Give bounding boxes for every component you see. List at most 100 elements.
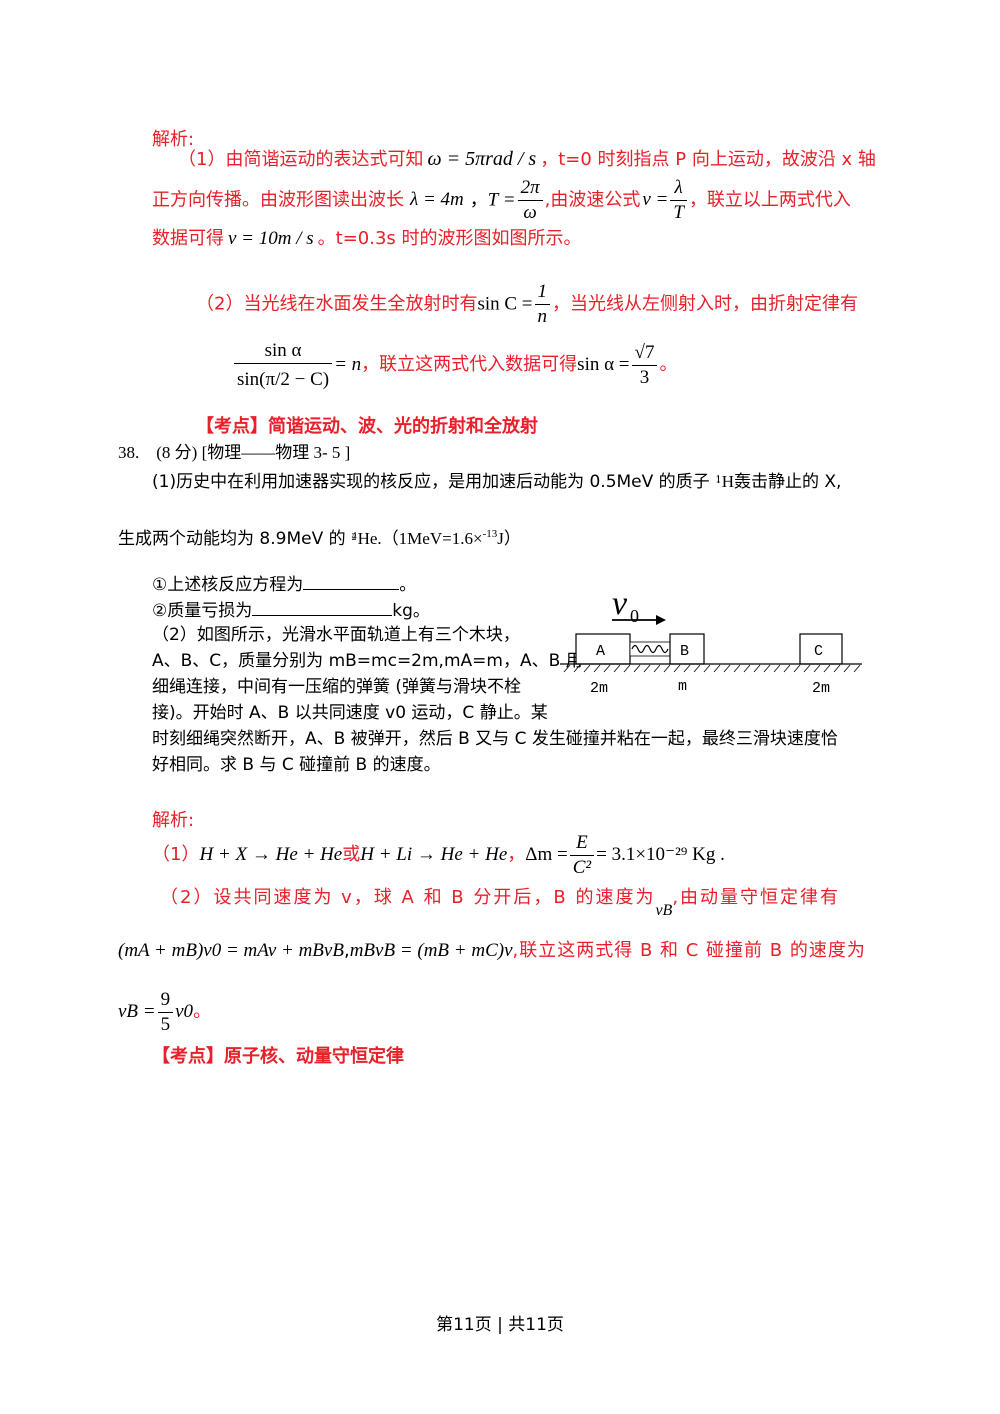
denominator: T (673, 201, 684, 223)
q38-item-1: ①上述核反应方程为 。 (152, 570, 416, 595)
solution-heading: 解析: (152, 129, 195, 150)
numerator: sin α (234, 339, 333, 364)
text: (1)历史中在利用加速器实现的核反应，是用加速后动能为 0.5MeV 的质子 (152, 472, 710, 492)
text-line: 时刻细绳突然断开，A、B 被弹开，然后 B 又与 C 发生碰撞并粘在一起，最终三… (152, 729, 838, 749)
element: He. (357, 529, 382, 548)
text: 。t=0.3s 时的波形图如图所示。 (317, 228, 582, 249)
text-line: A、B、C，质量分别为 mB=mc=2m,mA=m，A、B 用 (152, 651, 583, 671)
mass-c-label: 2m (812, 680, 830, 697)
mass-a-label: 2m (590, 680, 608, 697)
part-label: （1） (152, 844, 200, 865)
velocity-label: v (612, 585, 628, 622)
denominator: C² (572, 856, 592, 878)
numerator: 2π (517, 176, 543, 201)
text-line: 细绳连接，中间有一压缩的弹簧 (弹簧与滑块不栓 (152, 677, 522, 697)
mass-defect-lhs: Δm = (525, 844, 568, 865)
solution-2-heading: 解析: (152, 810, 195, 831)
kaodian-1: 【考点】简谐运动、波、光的折射和全放射 (196, 416, 538, 437)
period-lhs: T = (487, 189, 516, 211)
speed-value: v = 10m / s (228, 228, 314, 249)
text-line: （2）如图所示，光滑水平面轨道上有三个木块， (152, 625, 520, 645)
block-a-label: A (596, 643, 605, 660)
text: ,联立这两式得 B 和 C 碰撞前 B 的速度为 (512, 940, 866, 961)
denominator: 5 (160, 1013, 171, 1035)
text: ，联立这两式代入数据可得 (361, 354, 578, 375)
text: ,由波速公式 (544, 189, 641, 211)
text: 。 (399, 575, 417, 595)
text: 轰击静止的 X, (733, 472, 842, 492)
question-38-header: 38. (8 分) [物理——物理 3- 5 ] (118, 443, 351, 462)
mass-number: 1 (715, 474, 721, 485)
text: 数据可得 (152, 228, 224, 249)
text: 生成两个动能均为 8.9MeV 的 (118, 529, 346, 549)
text: ，t=0 时刻指点 P 向上运动，故波沿 x 轴 (540, 149, 876, 170)
snell-fraction: sin α sin(π/2 − C) (234, 339, 333, 392)
denominator: ω (523, 201, 537, 223)
text: （2）设共同速度为 v，球 A 和 B 分开后，B 的速度为 (160, 887, 656, 908)
q38-item-2: ②质量亏损为 kg。 (152, 596, 430, 621)
ground-hatching (563, 664, 861, 673)
lambda-equation: λ = 4m (410, 189, 464, 211)
final-lhs: vB = (118, 1001, 156, 1022)
block-b-label: B (680, 643, 689, 660)
velocity-subscript: 0 (630, 606, 639, 626)
speed-lhs: v = (642, 189, 669, 211)
kaodian-2: 【考点】原子核、动量守恒定律 (152, 1046, 404, 1067)
atomic-number: 1 (715, 475, 721, 486)
text: ,由动量守恒定律有 (672, 887, 841, 908)
text: J） (497, 529, 521, 548)
answer-blank (303, 575, 400, 590)
answer-blank (252, 601, 393, 616)
vb-symbol: vB (655, 902, 673, 919)
q38-part2-text: （2）如图所示，光滑水平面轨道上有三个木块， A、B、C，质量分别为 mB=mc… (152, 622, 838, 778)
mass-defect-rhs: = 3.1×10⁻²⁹ Kg . (596, 844, 725, 865)
element: H (721, 472, 734, 491)
exponent: -13 (482, 528, 498, 540)
final-rhs: v0 (175, 1001, 194, 1022)
numerator: 1 (534, 280, 551, 305)
omega-equation: ω = 5πrad / s (427, 148, 537, 170)
solution-2-part2-line2: (mA + mB)v0 = mAv + mBvB,mBvB = (mB + mC… (118, 940, 866, 961)
text: 正方向传播。由波形图读出波长 (152, 189, 404, 211)
text: ①上述核反应方程为 (152, 575, 304, 595)
page-footer: 第11页 | 共11页 (436, 1315, 564, 1335)
numerator: 9 (157, 988, 174, 1013)
text: kg。 (392, 601, 430, 621)
block-b (669, 633, 705, 665)
denominator: sin(π/2 − C) (237, 368, 330, 390)
reaction-1: H + X → He + He (199, 844, 343, 865)
mass-b-label: m (678, 678, 687, 695)
numerator: √7 (631, 341, 658, 366)
text: （1）由简谐运动的表达式可知 (178, 149, 424, 170)
text: 或 (342, 844, 361, 865)
text: ，联立以上两式代入 (688, 189, 851, 211)
text: （2）当光线在水面发生全放射时有 (196, 293, 478, 315)
text: ②质量亏损为 (152, 601, 253, 621)
denominator: n (537, 305, 548, 327)
block-c-label: C (814, 643, 823, 660)
text: （1MeV=1.6× (381, 529, 483, 548)
numerator: E (569, 831, 595, 856)
momentum-equation-2: mBvB = (mB + mC)v (349, 940, 513, 961)
snell-rhs: = n (334, 354, 362, 375)
numerator: λ (670, 176, 687, 201)
text: ， (507, 844, 526, 865)
text: 。 (193, 1001, 212, 1022)
denominator: 3 (639, 366, 650, 388)
momentum-equation-1: (mA + mB)v0 = mAv + mBvB (118, 940, 344, 961)
blocks-figure: v 0 A B C 2m m 2m (560, 585, 862, 697)
spring-icon (631, 644, 669, 654)
